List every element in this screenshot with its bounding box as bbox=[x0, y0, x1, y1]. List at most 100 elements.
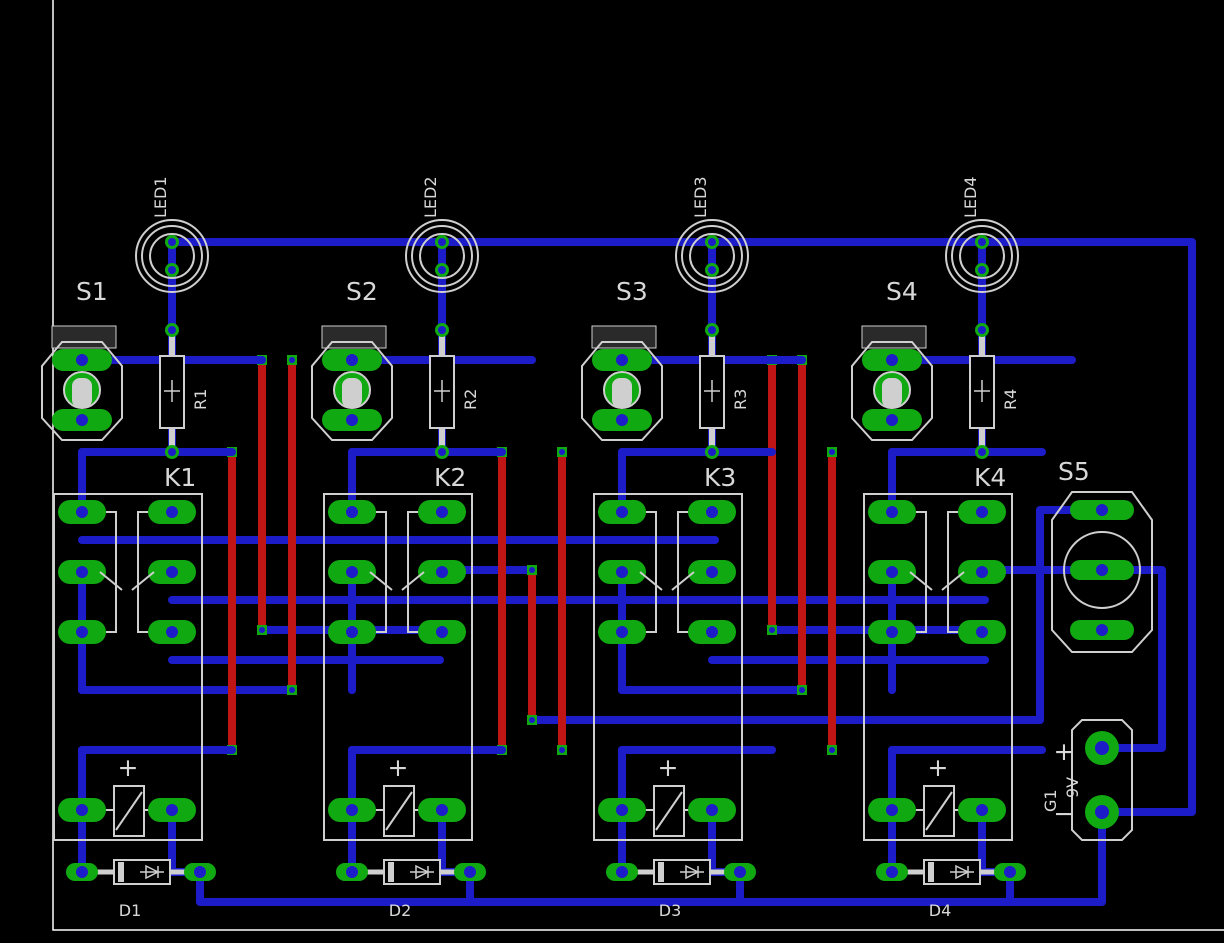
relay-pad bbox=[868, 620, 916, 644]
led-3: LED3 bbox=[675, 176, 749, 293]
coil-polarity: + bbox=[928, 753, 949, 782]
switch-pad bbox=[322, 409, 382, 431]
battery-label: G1 bbox=[1041, 789, 1060, 812]
resistor-label: R2 bbox=[461, 389, 480, 410]
relay-pad bbox=[328, 560, 376, 584]
relay-pad bbox=[328, 500, 376, 524]
coil-pad bbox=[598, 798, 646, 822]
switch-label: S2 bbox=[346, 277, 378, 306]
diode-1: D1 bbox=[66, 859, 216, 920]
relay-pad bbox=[328, 620, 376, 644]
diode-pad bbox=[876, 863, 908, 881]
relay-label: K2 bbox=[434, 463, 466, 492]
s5-label: S5 bbox=[1058, 457, 1090, 486]
relay-pad bbox=[688, 560, 736, 584]
toggle-switch-4[interactable]: S4 bbox=[851, 277, 933, 441]
switch-pad bbox=[862, 409, 922, 431]
main-switch-s5[interactable]: S5 bbox=[1051, 457, 1153, 653]
relay-4: + K4 bbox=[863, 463, 1013, 841]
switch-pad bbox=[322, 349, 382, 371]
led-1: LED1 bbox=[135, 176, 209, 293]
switch-pad bbox=[52, 349, 112, 371]
resistor-label: R1 bbox=[191, 389, 210, 410]
resistor-3: R3 bbox=[699, 323, 750, 459]
relay-pad bbox=[688, 620, 736, 644]
diode-pad bbox=[336, 863, 368, 881]
battery-minus: − bbox=[1054, 799, 1075, 828]
diode-pad bbox=[994, 863, 1026, 881]
led-2: LED2 bbox=[405, 176, 479, 293]
relay-3: + K3 bbox=[593, 463, 743, 841]
resistor-4: R4 bbox=[969, 323, 1020, 459]
relay-pad bbox=[58, 560, 106, 584]
led-label: LED1 bbox=[151, 176, 170, 218]
diode-pad bbox=[66, 863, 98, 881]
resistor-1: R1 bbox=[159, 323, 210, 459]
diode-label: D4 bbox=[929, 901, 952, 920]
diode-label: D2 bbox=[389, 901, 412, 920]
coil-polarity: + bbox=[118, 753, 139, 782]
relay-pad bbox=[958, 620, 1006, 644]
led-label: LED2 bbox=[421, 176, 440, 218]
resistor-label: R4 bbox=[1001, 389, 1020, 410]
relay-pad bbox=[868, 560, 916, 584]
coil-pad bbox=[868, 798, 916, 822]
diode-label: D1 bbox=[119, 901, 142, 920]
switch-label: S4 bbox=[886, 277, 918, 306]
relay-pad bbox=[688, 500, 736, 524]
coil-pad bbox=[58, 798, 106, 822]
coil-pad bbox=[418, 798, 466, 822]
coil-pad bbox=[688, 798, 736, 822]
diode-label: D3 bbox=[659, 901, 682, 920]
coil-polarity: + bbox=[388, 753, 409, 782]
led-label: LED4 bbox=[961, 176, 980, 218]
switch-pad bbox=[862, 349, 922, 371]
relay-1: + K1 bbox=[53, 463, 203, 841]
relay-pad bbox=[58, 500, 106, 524]
relay-pad bbox=[58, 620, 106, 644]
relay-label: K4 bbox=[974, 463, 1006, 492]
relay-pad bbox=[148, 620, 196, 644]
relay-pad bbox=[598, 500, 646, 524]
resistor-label: R3 bbox=[731, 389, 750, 410]
battery-voltage: 9V bbox=[1063, 777, 1082, 798]
resistor-2: R2 bbox=[429, 323, 480, 459]
relay-pad bbox=[148, 560, 196, 584]
relay-pad bbox=[958, 500, 1006, 524]
switch-pad bbox=[592, 409, 652, 431]
relay-pad bbox=[598, 620, 646, 644]
coil-pad bbox=[328, 798, 376, 822]
coil-pad bbox=[958, 798, 1006, 822]
toggle-switch-3[interactable]: S3 bbox=[581, 277, 663, 441]
relay-pad bbox=[598, 560, 646, 584]
switch-label: S3 bbox=[616, 277, 648, 306]
board-outline bbox=[52, 0, 1224, 931]
diode-pad bbox=[184, 863, 216, 881]
relay-pad bbox=[418, 500, 466, 524]
toggle-switch-1[interactable]: S1 bbox=[41, 277, 123, 441]
relay-pad bbox=[418, 560, 466, 584]
battery-connector-g1[interactable]: + − 9V G1 bbox=[1041, 719, 1133, 841]
coil-pad bbox=[148, 798, 196, 822]
relay-label: K1 bbox=[164, 463, 196, 492]
diode-pad bbox=[724, 863, 756, 881]
relay-label: K3 bbox=[704, 463, 736, 492]
coil-polarity: + bbox=[658, 753, 679, 782]
switch-label: S1 bbox=[76, 277, 108, 306]
relay-pad bbox=[868, 500, 916, 524]
diode-pad bbox=[454, 863, 486, 881]
relay-2: + K2 bbox=[323, 463, 473, 841]
switch-pad bbox=[52, 409, 112, 431]
diode-2: D2 bbox=[336, 859, 486, 920]
led-label: LED3 bbox=[691, 176, 710, 218]
diode-pad bbox=[606, 863, 638, 881]
switch-pad bbox=[592, 349, 652, 371]
toggle-switch-2[interactable]: S2 bbox=[311, 277, 393, 441]
relay-pad bbox=[418, 620, 466, 644]
diode-4: D4 bbox=[876, 859, 1026, 920]
